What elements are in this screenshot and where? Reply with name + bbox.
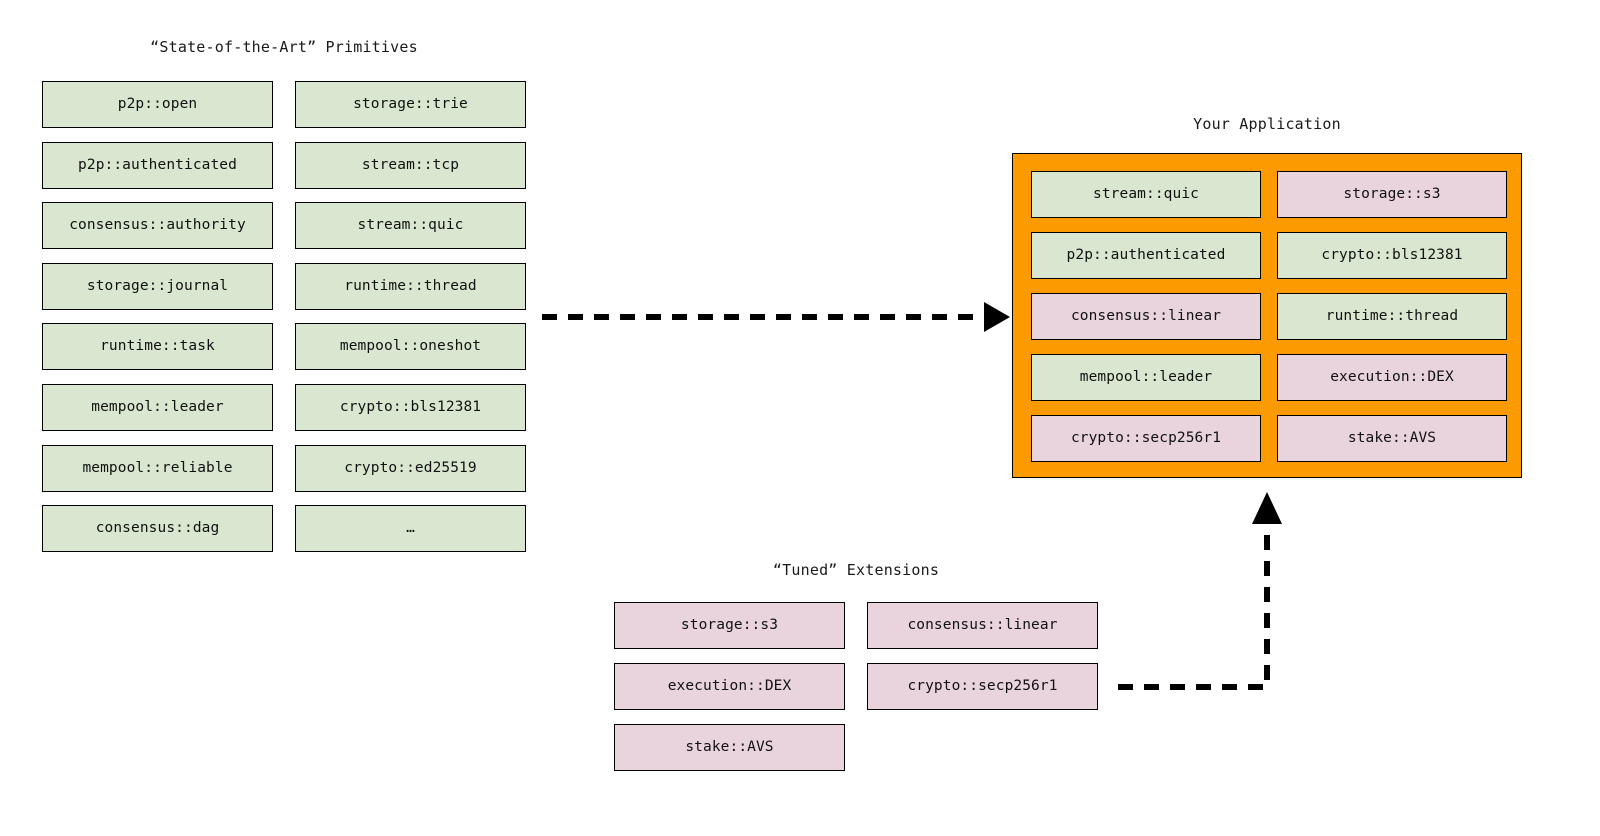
- primitives-section-title: “State-of-the-Art” Primitives: [150, 38, 418, 56]
- primitive-node: storage::trie: [295, 81, 526, 128]
- application-node: execution::DEX: [1277, 354, 1507, 401]
- application-node: p2p::authenticated: [1031, 232, 1261, 279]
- arrow-primitives-to-application: [542, 302, 1010, 332]
- primitive-node: mempool::reliable: [42, 445, 273, 492]
- primitive-node: runtime::thread: [295, 263, 526, 310]
- primitive-node: …: [295, 505, 526, 552]
- primitive-node: consensus::authority: [42, 202, 273, 249]
- primitive-node: consensus::dag: [42, 505, 273, 552]
- primitive-node: mempool::leader: [42, 384, 273, 431]
- primitive-node: p2p::open: [42, 81, 273, 128]
- application-node: crypto::secp256r1: [1031, 415, 1261, 462]
- extensions-section-title: “Tuned” Extensions: [772, 561, 940, 579]
- primitive-node: mempool::oneshot: [295, 323, 526, 370]
- primitive-node: storage::journal: [42, 263, 273, 310]
- primitive-node: stream::tcp: [295, 142, 526, 189]
- application-node: storage::s3: [1277, 171, 1507, 218]
- primitive-node: crypto::ed25519: [295, 445, 526, 492]
- extension-node: crypto::secp256r1: [867, 663, 1098, 710]
- extension-node: stake::AVS: [614, 724, 845, 771]
- extension-node: consensus::linear: [867, 602, 1098, 649]
- arrow-extensions-to-application: [1118, 492, 1282, 690]
- primitive-node: runtime::task: [42, 323, 273, 370]
- application-node: stream::quic: [1031, 171, 1261, 218]
- application-node: stake::AVS: [1277, 415, 1507, 462]
- primitive-node: p2p::authenticated: [42, 142, 273, 189]
- primitive-node: crypto::bls12381: [295, 384, 526, 431]
- extension-node: execution::DEX: [614, 663, 845, 710]
- application-node: crypto::bls12381: [1277, 232, 1507, 279]
- primitive-node: stream::quic: [295, 202, 526, 249]
- application-node: runtime::thread: [1277, 293, 1507, 340]
- extension-node: storage::s3: [614, 602, 845, 649]
- application-node: consensus::linear: [1031, 293, 1261, 340]
- application-node: mempool::leader: [1031, 354, 1261, 401]
- application-section-title: Your Application: [1193, 115, 1341, 133]
